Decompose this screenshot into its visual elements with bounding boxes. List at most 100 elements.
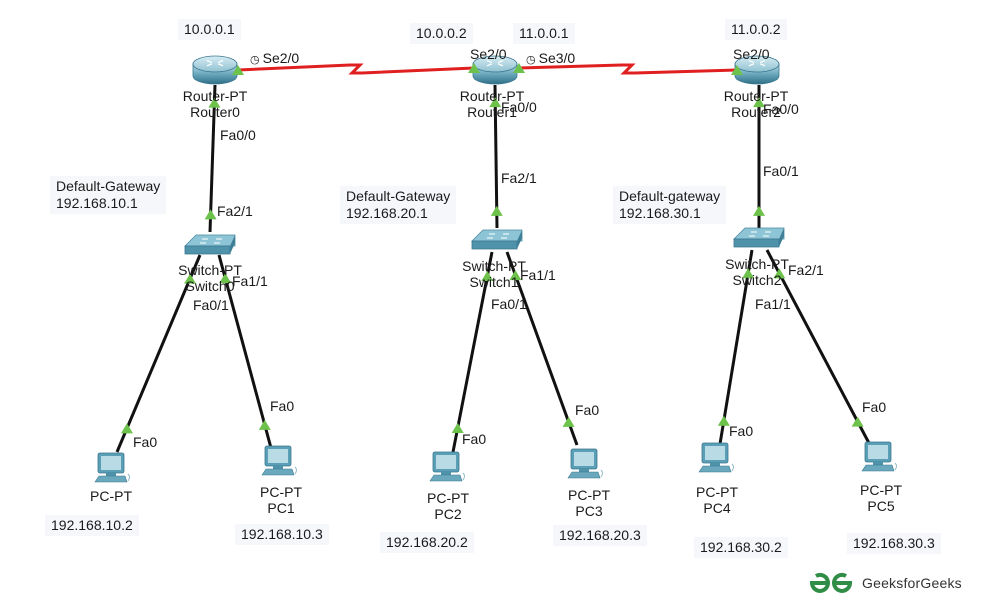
switch-icon-switch1[interactable] <box>471 229 523 250</box>
link-s2-pc5-ethernet-line[interactable] <box>765 249 872 446</box>
port-up-s2-fa2-1 <box>773 268 786 279</box>
port-label-s1-fa0-1: Fa0/1 <box>491 296 527 312</box>
port-up-r2-se2-0 <box>731 65 743 75</box>
port-label-pc4-fa0: Fa0 <box>729 423 754 439</box>
link-r0-s0-ethernet-line[interactable] <box>208 84 217 233</box>
port-label-r1-se3-0: ◷Se3/0 <box>526 50 576 66</box>
link-s2-pc4-ethernet-line[interactable] <box>718 249 754 445</box>
link-s0-pc0-ethernet-line[interactable] <box>115 254 202 453</box>
pc-icon-pc3[interactable] <box>567 448 603 479</box>
port-up-r0-se2-0 <box>232 65 244 75</box>
link-s1-pc3-ethernet-line[interactable] <box>505 251 579 446</box>
port-up-r1-fa0-0 <box>489 97 502 108</box>
links-layer <box>115 63 872 453</box>
port-up-s0-fa2-1 <box>204 209 217 220</box>
devices-layer <box>94 55 897 483</box>
port-up-r0-fa0-0 <box>208 97 221 108</box>
port-up-pc5-fa0 <box>851 416 864 427</box>
port-label-s0-fa0-1: Fa0/1 <box>193 297 229 313</box>
port-label-r1-fa0-0: Fa0/0 <box>501 99 537 115</box>
port-label-s1-fa2-1: Fa2/1 <box>501 170 537 186</box>
port-up-pc1-fa0 <box>258 419 271 430</box>
router-icon-router2[interactable] <box>734 55 780 85</box>
port-up-s1-fa1-1 <box>509 270 522 281</box>
port-label-r0-se2-0: ◷Se2/0 <box>250 50 300 66</box>
port-up-s1-fa0-1 <box>481 271 494 281</box>
port-label-s2-fa1-1: Fa1/1 <box>755 296 791 312</box>
port-up-r1-se3-0 <box>513 63 525 73</box>
gfg-logo-text: GeeksforGeeks <box>862 575 962 591</box>
port-up-s0-fa1-1 <box>219 273 232 284</box>
pc-icon-pc0[interactable] <box>94 452 130 483</box>
port-up-s2-fa0-1 <box>753 205 765 216</box>
port-label-pc2-fa0: Fa0 <box>462 431 487 447</box>
port-label-s2-fa0-1: Fa0/1 <box>763 163 799 179</box>
ip-note-pc3: 192.168.20.3 <box>553 525 647 546</box>
gfg-logo-icon <box>809 572 853 593</box>
router-icon-router0[interactable] <box>192 55 238 85</box>
pc-icon-pc2[interactable] <box>429 451 465 482</box>
port-up-s1-fa2-1 <box>490 205 503 216</box>
pc0-label[interactable]: PC-PT <box>90 488 132 504</box>
port-label-pc5-fa0: Fa0 <box>862 399 887 415</box>
link-s1-pc2-ethernet-line[interactable] <box>451 251 494 453</box>
port-label-pc0-fa0: Fa0 <box>133 434 158 450</box>
switch-icon-switch2[interactable] <box>733 227 785 248</box>
port-indicators-layer <box>120 63 864 434</box>
clock-icon: ◷ <box>250 54 260 66</box>
ip-note-pc5: 192.168.30.3 <box>847 533 941 554</box>
port-up-s0-fa0-1 <box>184 273 197 284</box>
router-icon-router1[interactable] <box>472 55 518 85</box>
pc-icon-pc5[interactable] <box>861 441 897 472</box>
ip-note-router0: 10.0.0.1 <box>178 19 241 40</box>
switch-icon-switch0[interactable] <box>184 234 236 255</box>
ip-note-router2: 11.0.0.2 <box>725 19 787 40</box>
port-label-s0-fa2-1: Fa2/1 <box>217 203 253 219</box>
port-label-r1-se2-0: Se2/0 <box>470 46 507 62</box>
port-label-pc3-fa0: Fa0 <box>575 402 600 418</box>
link-r1-s1-ethernet-line[interactable] <box>493 84 499 229</box>
ip-note-pc0: 192.168.10.2 <box>45 515 139 536</box>
port-up-pc0-fa0 <box>120 423 133 434</box>
port-label-s2-fa2-1: Fa2/1 <box>788 262 824 278</box>
pc-icon-pc4[interactable] <box>698 442 734 473</box>
port-up-s2-fa1-1 <box>742 268 755 279</box>
ip-note-pc1: 192.168.10.3 <box>235 524 329 545</box>
port-up-r1-se2-0 <box>468 63 480 73</box>
port-label-s0-fa1-1: Fa1/1 <box>232 273 268 289</box>
port-up-pc2-fa0 <box>451 423 464 433</box>
ip-note-router1-se3: 11.0.0.1 <box>513 23 575 44</box>
ip-note-router1-se2: 10.0.0.2 <box>410 23 473 44</box>
geeksforgeeks-logo: GeeksforGeeks <box>808 572 962 594</box>
link-s0-pc1-ethernet-line[interactable] <box>217 254 273 449</box>
port-up-pc4-fa0 <box>717 415 730 426</box>
port-label-r2-se2-0: Se2/0 <box>733 46 770 62</box>
port-label-r0-fa0-0: Fa0/0 <box>220 127 256 143</box>
ip-note-pc4: 192.168.30.2 <box>694 537 788 558</box>
clock-icon: ◷ <box>526 54 536 66</box>
ip-note-pc2: 192.168.20.2 <box>380 532 474 553</box>
port-label-r2-fa0-0: Fa0/0 <box>763 101 799 117</box>
link-r0-r1-serial-line[interactable] <box>237 63 475 75</box>
pc-icon-pc1[interactable] <box>261 445 297 476</box>
port-up-pc3-fa0 <box>562 416 575 427</box>
port-label-pc1-fa0: Fa0 <box>270 398 295 414</box>
port-up-r2-fa0-0 <box>753 97 765 108</box>
port-label-s1-fa1-1: Fa1/1 <box>520 267 556 283</box>
link-r1-r2-serial-line[interactable] <box>518 63 738 75</box>
